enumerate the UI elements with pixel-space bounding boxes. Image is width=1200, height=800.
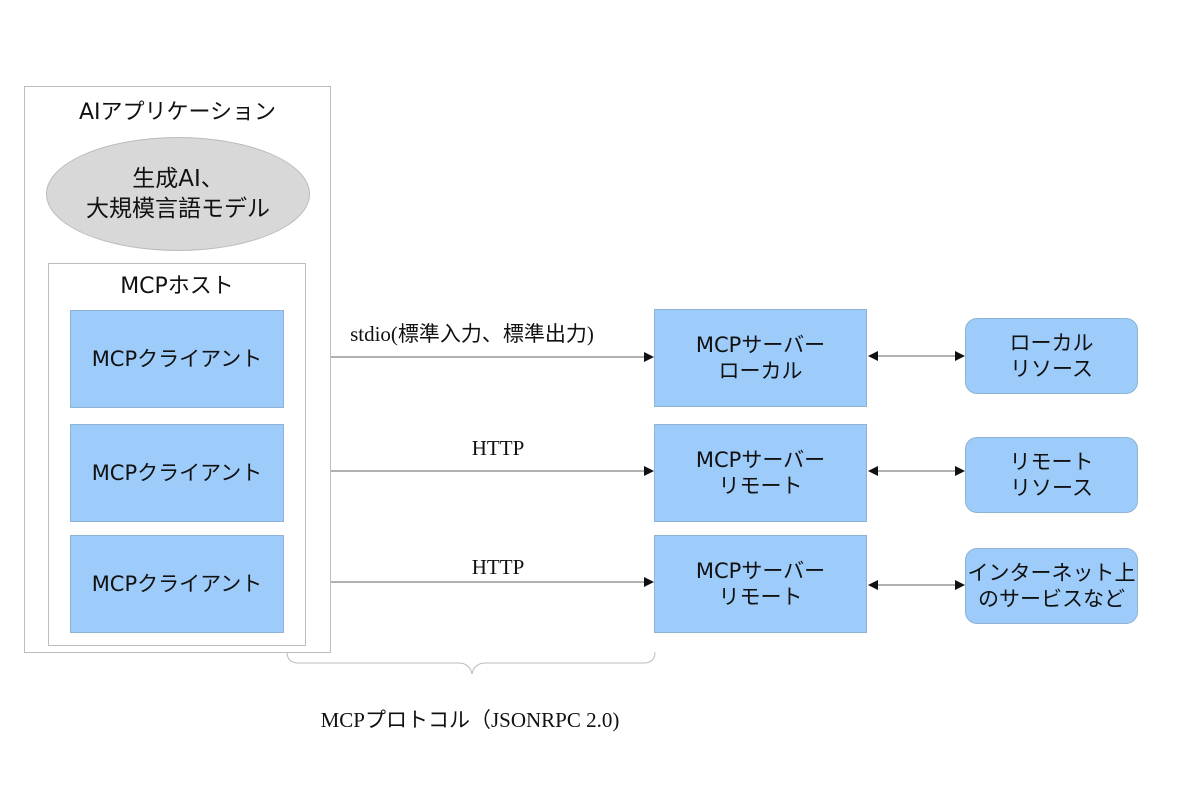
server-label-line2: リモート xyxy=(718,474,803,498)
server-label-line2: ローカル xyxy=(718,359,803,383)
mcp-server-remote-box: MCPサーバー リモート xyxy=(654,424,867,522)
local-resource-box: ローカル リソース xyxy=(965,318,1138,394)
arrowhead-left-5 xyxy=(868,466,878,476)
resource-label-line2: リソース xyxy=(1010,476,1093,500)
arrowhead-right-4 xyxy=(955,351,965,361)
connection-label-http: HTTP xyxy=(471,436,525,460)
resource-label-line1: インターネット上 xyxy=(967,561,1136,585)
llm-label-line2: 大規模言語モデル xyxy=(86,196,270,222)
protocol-label: MCPプロトコル（JSONRPC 2.0) xyxy=(320,708,620,732)
arrowhead-right-1 xyxy=(644,352,654,362)
arrowhead-right-2 xyxy=(644,466,654,476)
resource-label-line1: リモート xyxy=(1009,450,1094,474)
server-label-line1: MCPサーバー xyxy=(695,333,826,357)
resource-label-line1: ローカル xyxy=(1009,331,1094,355)
protocol-brace xyxy=(286,651,656,675)
mcp-client-box: MCPクライアント xyxy=(70,424,284,522)
arrowhead-right-3 xyxy=(644,577,654,587)
llm-label-line1: 生成AI、 xyxy=(132,166,224,192)
resource-label-line2: のサービスなど xyxy=(978,587,1125,611)
mcp-server-remote-box: MCPサーバー リモート xyxy=(654,535,867,633)
arrowhead-left-6 xyxy=(868,580,878,590)
mcp-client-label: MCPクライアント xyxy=(91,347,263,371)
internet-services-box: インターネット上 のサービスなど xyxy=(965,548,1138,624)
mcp-client-box: MCPクライアント xyxy=(70,535,284,633)
connection-label-http: HTTP xyxy=(471,555,525,579)
mcp-server-local-box: MCPサーバー ローカル xyxy=(654,309,867,407)
arrowhead-right-5 xyxy=(955,466,965,476)
mcp-client-box: MCPクライアント xyxy=(70,310,284,408)
mcp-client-label: MCPクライアント xyxy=(91,572,263,596)
mcp-client-label: MCPクライアント xyxy=(91,461,263,485)
server-label-line1: MCPサーバー xyxy=(695,448,826,472)
resource-label-line2: リソース xyxy=(1010,357,1093,381)
mcp-host-title: MCPホスト xyxy=(120,274,234,299)
arrowhead-right-6 xyxy=(955,580,965,590)
server-label-line1: MCPサーバー xyxy=(695,559,826,583)
ai-application-title: AIアプリケーション xyxy=(78,100,277,125)
arrowhead-left-4 xyxy=(868,351,878,361)
llm-ellipse: 生成AI、 大規模言語モデル xyxy=(46,137,310,251)
server-label-line2: リモート xyxy=(718,585,803,609)
remote-resource-box: リモート リソース xyxy=(965,437,1138,513)
connection-label-stdio: stdio(標準入力、標準出力) xyxy=(350,322,594,346)
